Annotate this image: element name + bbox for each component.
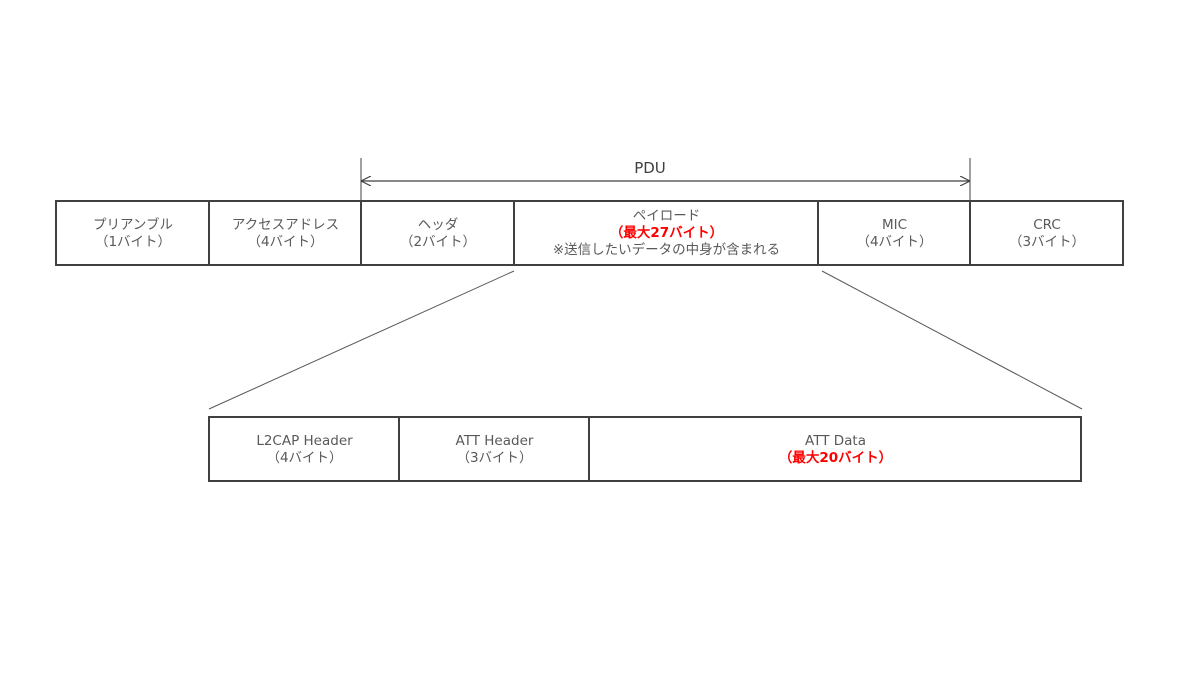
field-mic: MIC （4バイト） (819, 202, 970, 265)
field-l2cap-header-size: （4バイト） (266, 449, 343, 466)
field-crc-name: CRC (1033, 216, 1061, 233)
field-att-data: ATT Data （最大20バイト） (590, 418, 1081, 481)
field-att-data-size: （最大20バイト） (778, 449, 893, 466)
field-l2cap-header: L2CAP Header （4バイト） (210, 418, 399, 481)
field-att-data-name: ATT Data (805, 432, 866, 449)
field-access-address: アクセスアドレス （4バイト） (210, 202, 361, 265)
field-payload-size: （最大27バイト） (609, 225, 724, 241)
field-preamble-name: プリアンブル (92, 216, 174, 233)
field-payload-note: ※送信したいデータの中身が含まれる (552, 242, 781, 258)
field-payload-name: ペイロード (632, 208, 701, 224)
field-access-address-name: アクセスアドレス (231, 216, 340, 233)
field-header: ヘッダ （2バイト） (362, 202, 514, 265)
field-att-header-size: （3バイト） (456, 449, 533, 466)
field-payload: ペイロード （最大27バイト） ※送信したいデータの中身が含まれる (515, 202, 818, 265)
field-mic-name: MIC (881, 216, 908, 233)
expansion-line-left (208, 270, 515, 410)
pdu-label: PDU (634, 159, 666, 177)
field-crc: CRC （3バイト） (971, 202, 1123, 265)
field-mic-size: （4バイト） (856, 233, 933, 250)
field-att-header: ATT Header （3バイト） (400, 418, 589, 481)
field-att-header-name: ATT Header (455, 432, 534, 449)
field-preamble: プリアンブル （1バイト） (57, 202, 209, 265)
field-header-name: ヘッダ (417, 216, 459, 233)
field-l2cap-header-name: L2CAP Header (256, 432, 353, 449)
field-access-address-size: （4バイト） (247, 233, 324, 250)
expansion-line-right (821, 270, 1083, 410)
field-header-size: （2バイト） (399, 233, 477, 250)
field-preamble-size: （1バイト） (94, 233, 172, 250)
payload-frame (208, 416, 1082, 482)
packet-frame (55, 200, 1124, 266)
field-crc-size: （3バイト） (1008, 233, 1086, 250)
